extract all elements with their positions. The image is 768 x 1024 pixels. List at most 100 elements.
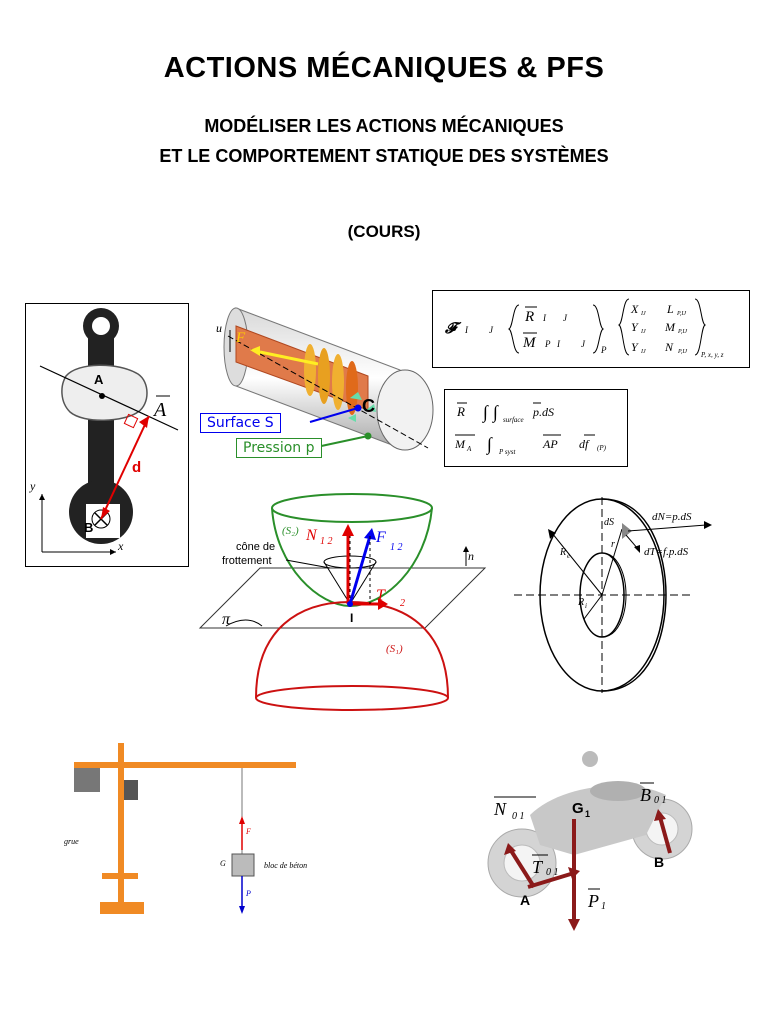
distance-arrowtail — [101, 507, 110, 519]
comp-y-idx: IJ — [640, 329, 646, 335]
wrench-figure: A B A d x y — [25, 303, 189, 567]
torsor-point-p: P — [600, 345, 607, 355]
re-label: R — [559, 547, 566, 558]
cone-pointer — [285, 559, 331, 569]
crane-p-arrowhead — [239, 906, 245, 914]
torsor-m-i: I — [556, 339, 561, 349]
pressure-arrow-3 — [348, 414, 356, 422]
shaft-axis — [227, 335, 429, 449]
comp-l-idx: P,IJ — [676, 311, 686, 317]
axis-x-arrow — [110, 549, 116, 555]
plane-normal-label: n — [468, 549, 474, 563]
n-idx: 1 2 — [320, 536, 333, 547]
ring-2 — [318, 348, 330, 404]
comp-y: Y — [631, 320, 639, 334]
comp-m-idx: P,IJ — [677, 329, 687, 335]
integral-sign-3: ∫ — [486, 434, 493, 455]
motorcycle-body — [530, 785, 666, 855]
radius-r — [601, 528, 623, 596]
integral-p-syst: P syst — [498, 448, 516, 456]
vector-a-label: A — [152, 399, 167, 421]
ring-1 — [304, 344, 316, 396]
pressure-label-box: Pression p — [236, 438, 322, 458]
plane-normal-head — [463, 546, 469, 552]
comp-n: N — [664, 340, 674, 354]
ring-4 — [346, 361, 358, 415]
torsor-m-j: J — [581, 339, 586, 349]
crane-mast — [118, 743, 124, 873]
torsor-m-p: P — [544, 339, 551, 349]
contact-figure: n (S₂) (S₁) N 1 2 F 1 2 T 2 I π cône de … — [198, 493, 487, 711]
torsor-box: 𝓕 I J R I J M P I J P X IJ Y IJ Y IJ L P… — [432, 290, 750, 368]
radius-re — [551, 532, 603, 596]
cone-label-2: frottement — [222, 555, 272, 567]
df-label: df — [579, 437, 590, 451]
pressure-integral-box: R ∫ ∫ surface p.dS M A ∫ P syst AP df (P… — [444, 389, 628, 467]
subtitle-line-1: MODÉLISER LES ACTIONS MÉCANIQUES — [204, 116, 564, 136]
ring-3 — [332, 354, 344, 410]
dt-label: dT=f.p.dS — [644, 546, 689, 558]
force-f-arrow — [259, 350, 319, 366]
n-label: N — [305, 527, 318, 544]
concrete-block-label: bloc de béton — [264, 861, 307, 870]
bowl-rim — [271, 493, 433, 523]
moto-n-idx: 0 1 — [512, 811, 525, 822]
comp-z: Y — [631, 340, 639, 354]
moto-p-label: P — [587, 891, 599, 911]
pressure-label: Pression p — [243, 440, 315, 456]
force-f-arrowhead — [250, 346, 260, 356]
comp-z-idx: IJ — [640, 349, 646, 355]
plane-pi-label: π — [222, 611, 231, 628]
f-arrowhead — [364, 528, 376, 540]
cylinder-right-end — [376, 369, 434, 451]
disc-figure: dS r R e R i dN=p.dS dT=f.p.dS — [514, 497, 712, 693]
dn-label: dN=p.dS — [652, 511, 692, 523]
p-force-head — [568, 919, 580, 931]
moto-b-label: B — [640, 785, 651, 805]
headlight — [582, 751, 598, 767]
pressure-dot — [364, 432, 372, 440]
crane-jib — [74, 762, 296, 768]
moto-point-b: B — [654, 854, 664, 870]
comp-n-idx: P,IJ — [677, 349, 687, 355]
ds-label: dS — [604, 517, 614, 528]
integral-sign-2: ∫ — [492, 402, 499, 423]
dn-arrow — [627, 524, 707, 532]
point-b-label: B — [84, 520, 93, 535]
t-force-arrow — [527, 871, 575, 889]
b-force-head — [654, 809, 666, 821]
cone-label-1: cône de — [236, 541, 275, 553]
integrand: p.dS — [532, 405, 554, 419]
fuel-tank — [590, 781, 646, 801]
comp-m: M — [664, 320, 676, 334]
s1-label: (S₁) — [386, 643, 403, 655]
point-i-dot — [347, 601, 353, 607]
comp-right-brace — [694, 298, 707, 356]
vector-ap: AP — [542, 437, 558, 451]
integral-sign-1: ∫ — [482, 402, 489, 423]
radius-ri — [583, 594, 603, 620]
wrench-drawing: A B A d x y — [29, 308, 179, 555]
n-force-arrow — [508, 847, 536, 889]
crane-cabin — [124, 780, 138, 800]
counterweight — [74, 768, 100, 792]
tangent-plane — [198, 567, 487, 629]
f-label: F — [375, 529, 386, 546]
dn-arrowhead — [704, 521, 712, 529]
cylinder-figure: u F C — [216, 307, 434, 451]
radius-re-head — [548, 529, 556, 539]
distance-line — [100, 415, 150, 520]
torsor-j: J — [489, 325, 494, 335]
integral-r: R — [456, 404, 465, 419]
dome-base — [255, 685, 449, 711]
cours-label: (COURS) — [347, 222, 421, 241]
moto-n-label: N — [493, 799, 507, 819]
comp-left-brace — [617, 298, 630, 356]
integral-surface: surface — [503, 416, 524, 424]
torsor-m: M — [522, 335, 537, 351]
surface-label: Surface S — [207, 415, 274, 431]
surface-pointer — [309, 407, 359, 423]
point-a-label: A — [94, 372, 104, 387]
point-a-dot — [99, 393, 105, 399]
moto-point-a: A — [520, 892, 530, 908]
